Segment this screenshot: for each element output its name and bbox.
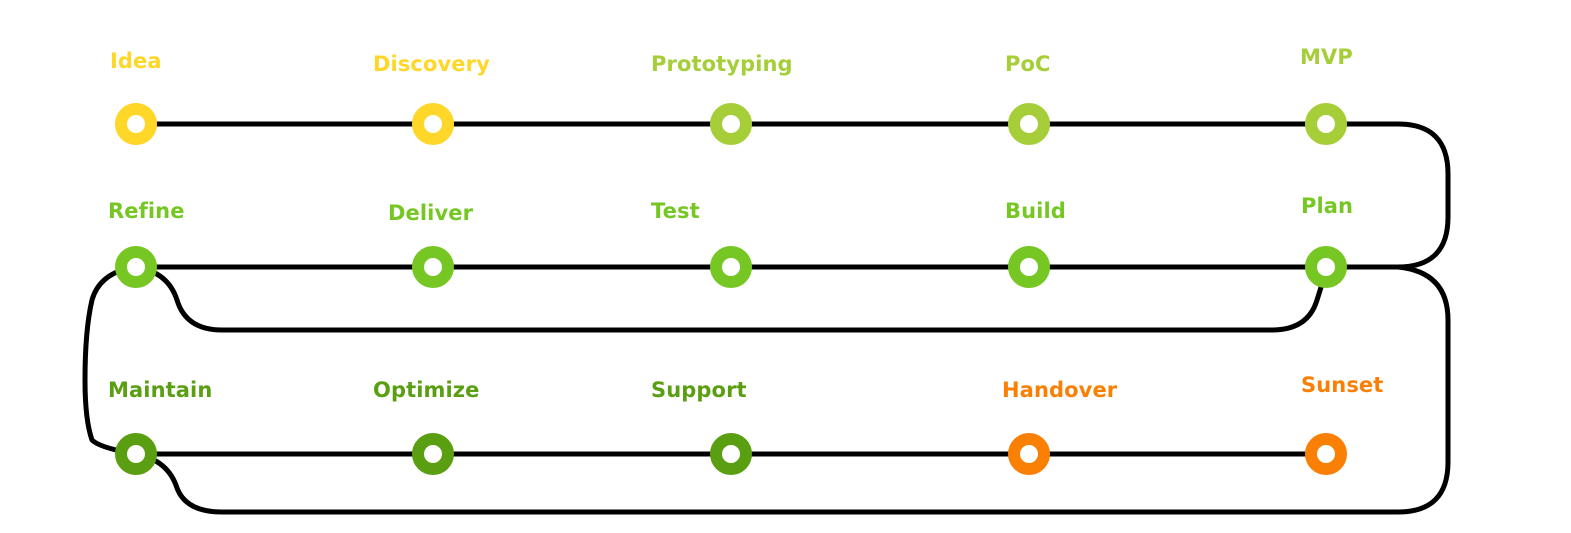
milestone-node-prototyping[interactable] <box>710 103 752 145</box>
milestone-label-prototyping: Prototyping <box>651 52 793 76</box>
milestone-label-refine: Refine <box>108 199 185 223</box>
milestone-node-poc[interactable] <box>1008 103 1050 145</box>
milestone-node-sunset[interactable] <box>1305 433 1347 475</box>
milestone-node-support[interactable] <box>710 433 752 475</box>
milestone-node-deliver[interactable] <box>412 246 454 288</box>
milestone-node-handover[interactable] <box>1008 433 1050 475</box>
milestone-node-discovery[interactable] <box>412 103 454 145</box>
milestone-label-discovery: Discovery <box>373 52 490 76</box>
milestone-node-refine[interactable] <box>115 246 157 288</box>
milestone-node-maintain[interactable] <box>115 433 157 475</box>
milestone-node-test[interactable] <box>710 246 752 288</box>
milestone-label-test: Test <box>651 199 700 223</box>
milestone-node-mvp[interactable] <box>1305 103 1347 145</box>
milestone-node-plan[interactable] <box>1305 246 1347 288</box>
milestone-label-maintain: Maintain <box>108 378 213 402</box>
connector-refine-to-maintain-outer <box>82 264 139 457</box>
milestone-node-idea[interactable] <box>115 103 157 145</box>
milestone-node-build[interactable] <box>1008 246 1050 288</box>
connector-maintain-bottom-loop <box>133 264 1451 515</box>
milestone-label-mvp: MVP <box>1300 45 1353 69</box>
milestone-label-handover: Handover <box>1002 378 1118 402</box>
milestone-label-idea: Idea <box>110 49 162 73</box>
milestone-label-build: Build <box>1005 199 1066 223</box>
milestone-label-support: Support <box>651 378 747 402</box>
milestone-node-optimize[interactable] <box>412 433 454 475</box>
milestone-label-plan: Plan <box>1301 194 1354 218</box>
milestone-label-sunset: Sunset <box>1301 373 1384 397</box>
milestone-label-poc: PoC <box>1005 52 1051 76</box>
milestone-label-optimize: Optimize <box>373 378 480 402</box>
milestone-label-deliver: Deliver <box>388 201 474 225</box>
